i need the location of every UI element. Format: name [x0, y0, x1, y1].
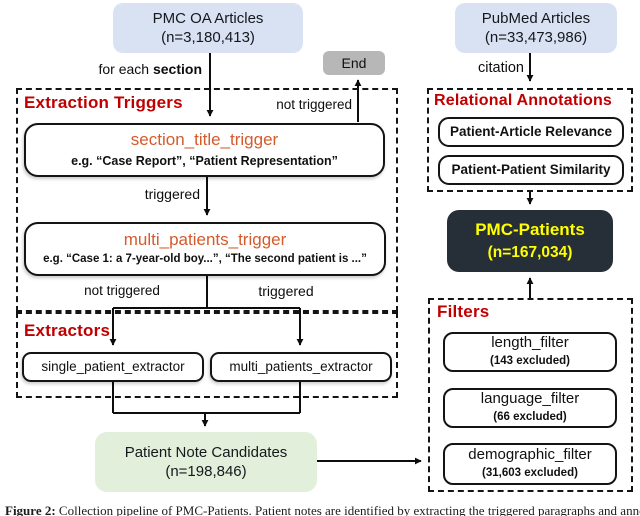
- patient-article-relevance-node: Patient-Article Relevance: [438, 117, 624, 147]
- length-filter-node: length_filter (143 excluded): [443, 332, 617, 372]
- edge-label-not-triggered-top: not triggered: [276, 97, 352, 112]
- multi-patients-trigger-example: e.g. “Case 1: a 7-year-old boy...”, “The…: [43, 253, 367, 266]
- patient-patient-similarity-node: Patient-Patient Similarity: [438, 155, 624, 185]
- patient-note-candidates-title: Patient Note Candidates: [124, 443, 288, 461]
- demographic-filter-label: demographic_filter: [468, 446, 592, 464]
- extraction-triggers-group: [16, 88, 398, 312]
- section-title-trigger-name: section_title_trigger: [130, 130, 279, 150]
- multi-patients-trigger-node: multi_patients_trigger e.g. “Case 1: a 7…: [24, 222, 386, 276]
- language-filter-node: language_filter (66 excluded): [443, 388, 617, 428]
- extraction-triggers-title: Extraction Triggers: [24, 93, 183, 112]
- section-title-trigger-node: section_title_trigger e.g. “Case Report”…: [24, 123, 385, 177]
- edge-label-triggered-2: triggered: [258, 283, 314, 299]
- for-each-prefix: for each: [98, 61, 153, 77]
- demographic-filter-excluded: (31,603 excluded): [482, 466, 578, 479]
- end-node: End: [323, 51, 385, 75]
- pubmed-articles-title: PubMed Articles: [481, 9, 591, 27]
- edge-label-not-triggered-2: not triggered: [84, 283, 160, 298]
- pmc-patients-count: (n=167,034): [487, 243, 573, 261]
- pmc-patients-title: PMC-Patients: [475, 219, 585, 239]
- pmc-oa-articles-count: (n=3,180,413): [161, 29, 255, 46]
- patient-patient-similarity-label: Patient-Patient Similarity: [451, 162, 611, 178]
- demographic-filter-node: demographic_filter (31,603 excluded): [443, 443, 617, 485]
- edge-label-for-each-section: for each section: [60, 61, 203, 77]
- patient-note-candidates-node: Patient Note Candidates (n=198,846): [95, 432, 317, 492]
- filters-title: Filters: [437, 302, 490, 321]
- end-label: End: [341, 54, 367, 71]
- section-title-trigger-example: e.g. “Case Report”, “Patient Representat…: [71, 153, 338, 168]
- language-filter-label: language_filter: [480, 390, 580, 408]
- pmc-oa-articles-node: PMC OA Articles (n=3,180,413): [113, 3, 303, 53]
- extractors-group: [16, 312, 398, 398]
- relational-annotations-title: Relational Annotations: [434, 92, 613, 109]
- pmc-patients-node: PMC-Patients (n=167,034): [447, 210, 613, 272]
- multi-patients-extractor-node: multi_patients_extractor: [210, 352, 392, 382]
- relational-annotations-group: [427, 88, 633, 192]
- language-filter-excluded: (66 excluded): [493, 410, 567, 423]
- edge-label-triggered-1: triggered: [144, 186, 200, 202]
- multi-patients-extractor-label: multi_patients_extractor: [229, 359, 373, 375]
- figure-caption: Figure 2: Collection pipeline of PMC-Pat…: [5, 503, 640, 516]
- pubmed-articles-node: PubMed Articles (n=33,473,986): [455, 3, 617, 53]
- for-each-bold: section: [152, 61, 202, 77]
- pmc-oa-articles-title: PMC OA Articles: [152, 9, 264, 27]
- filters-group: [428, 298, 633, 492]
- edge-label-citation: citation: [478, 60, 524, 76]
- single-patient-extractor-node: single_patient_extractor: [22, 352, 204, 382]
- multi-patients-trigger-name: multi_patients_trigger: [123, 229, 287, 249]
- figure-caption-prefix: Figure 2:: [5, 503, 56, 516]
- patient-article-relevance-label: Patient-Article Relevance: [449, 124, 613, 140]
- length-filter-label: length_filter: [491, 334, 569, 352]
- length-filter-excluded: (143 excluded): [490, 354, 570, 367]
- single-patient-extractor-label: single_patient_extractor: [41, 359, 185, 375]
- figure-caption-text: Collection pipeline of PMC-Patients. Pat…: [58, 503, 640, 516]
- extractors-title: Extractors: [24, 321, 111, 340]
- patient-note-candidates-count: (n=198,846): [165, 463, 247, 480]
- pubmed-articles-count: (n=33,473,986): [484, 29, 588, 46]
